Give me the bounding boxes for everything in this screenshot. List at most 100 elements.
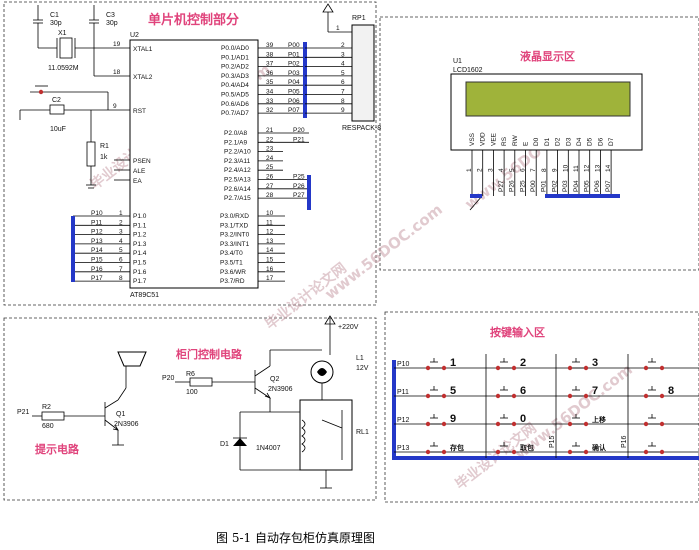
key-button[interactable]: 上移: [567, 414, 606, 427]
p1-pin-name: P1.4: [133, 250, 147, 257]
lcd-pin-number: 7: [530, 168, 537, 172]
lcd-data-net: P03: [562, 180, 569, 192]
key-button[interactable]: 3: [567, 357, 598, 371]
p2-pin-name: P2.4/A12: [224, 167, 251, 174]
p0-pin-name: P0.3/AD3: [221, 73, 249, 80]
lcd-pin-number: 2: [477, 168, 484, 172]
p1-net-label: P16: [91, 266, 103, 273]
x1-value: 11.0592M: [48, 65, 79, 72]
p0-net-label: P00: [288, 42, 300, 49]
p0-pin-name: P0.7/AD7: [221, 110, 249, 117]
key-button[interactable]: [643, 358, 665, 371]
key-button[interactable]: 确认: [567, 442, 607, 455]
p3-pin-number: 14: [266, 247, 274, 254]
p0-net-label: P01: [288, 51, 300, 58]
lcd-pin-name: D5: [587, 137, 594, 146]
key-button[interactable]: 9: [425, 413, 456, 427]
keypad-row-net: P13: [397, 445, 410, 452]
key-label: 9: [450, 413, 456, 425]
p3-pin-number: 12: [266, 229, 274, 236]
key-label: 6: [520, 385, 526, 397]
q2-label: Q2: [270, 376, 279, 383]
key-label: 0: [520, 413, 526, 425]
p3-pin-name: P3.2/INT0: [220, 232, 250, 239]
key-button[interactable]: 6: [495, 385, 526, 399]
p1-pin-name: P1.7: [133, 278, 147, 285]
watermark-url: www.56DOC.com: [321, 200, 445, 303]
mcu-body: [129, 39, 259, 289]
p2-pin-number: 25: [266, 164, 274, 171]
lcd-data-net: P06: [594, 180, 601, 192]
p3-pin-name: P3.1/TXD: [220, 222, 248, 229]
key-button[interactable]: 7: [567, 385, 598, 399]
key-button[interactable]: 取包: [495, 442, 534, 455]
rp1-pin-number: 2: [341, 42, 345, 49]
p1-net-label: P10: [91, 210, 103, 217]
p1-pin-number: 8: [119, 275, 123, 282]
p3-pin-number: 11: [266, 219, 273, 226]
p2-pin-name: P2.3/A11: [224, 158, 251, 165]
lcd-data-net: P07: [605, 180, 612, 192]
crystal-circuit: C1 30p C3 30p X1 11.0592M 19 18 C2 10uF …: [19, 5, 130, 189]
key-button[interactable]: [643, 442, 665, 455]
key-button[interactable]: 0: [495, 413, 526, 427]
p2-pin-name: P2.7/A15: [224, 195, 251, 202]
p2-pin-number: 24: [266, 155, 274, 162]
key-label: 8: [668, 385, 674, 397]
p1-pin-name: P1.2: [133, 232, 147, 239]
p0-net-label: P06: [288, 98, 300, 105]
q1-value: 2N3906: [114, 421, 139, 428]
q1-label: Q1: [116, 411, 125, 418]
p1-net-label: P13: [91, 238, 103, 245]
lcd-pin-name: RS: [501, 136, 508, 146]
key-button[interactable]: 5: [425, 385, 456, 399]
lcd-data-net: P02: [551, 180, 558, 192]
key-button[interactable]: 8: [643, 385, 674, 399]
key-label: 2: [520, 357, 526, 369]
p2-pin-name: P2.1/A9: [224, 139, 248, 146]
lcd-part: LCD1602: [453, 67, 483, 74]
lcd-pin-name: VDD: [480, 132, 487, 146]
q2-value: 2N3906: [268, 386, 293, 393]
p0-pin-number: 33: [266, 98, 274, 105]
rp1-label: RP1: [352, 15, 366, 22]
p0-net-label: P04: [288, 79, 300, 86]
mcu-pin-psen: PSEN: [133, 158, 151, 165]
buzzer-icon: [117, 351, 147, 367]
mcu-pin-ale: ALE: [133, 168, 146, 175]
lcd-pin-number: 8: [541, 168, 548, 172]
c1-value: 30p: [50, 20, 62, 27]
prompt-circuit: Q1 2N3906 P21 R2 680: [17, 351, 147, 446]
key-button[interactable]: 存包: [425, 442, 464, 455]
r6-value: 100: [186, 389, 198, 396]
p3-pin-number: 16: [266, 266, 274, 273]
vcc-label: +220V: [338, 324, 359, 331]
lcd-section-title: 液晶显示区: [520, 49, 575, 63]
lcd-pin-name: RW: [512, 134, 519, 146]
rp1-pin-number: 5: [341, 70, 345, 77]
lcd1602: U1 LCD1602 VSS1VDD2VEE3RS4RW5E6D07D18D29…: [450, 58, 643, 211]
p0-net-label: P05: [288, 89, 300, 96]
p0-pin-number: 32: [266, 107, 274, 114]
p3-pin-number: 13: [266, 238, 274, 245]
p2-pin-number: 22: [266, 136, 274, 143]
key-button[interactable]: 2: [495, 357, 526, 371]
d1-label: D1: [220, 441, 229, 448]
lcd-pin-name: E: [523, 141, 530, 146]
p0-pin-number: 37: [266, 61, 274, 68]
mcu-chip: U2 AT89C51 XTAL1 XTAL2 RST PSEN ALE EA P…: [73, 32, 309, 299]
key-button[interactable]: 1: [425, 357, 456, 371]
key-button[interactable]: [643, 414, 665, 427]
p3-pin-number: 17: [266, 275, 274, 282]
lcd-pin-number: 4: [498, 168, 505, 172]
rl1-label: RL1: [356, 429, 369, 436]
p1-pin-name: P1.0: [133, 213, 147, 220]
p2-pin-number: 28: [266, 192, 274, 199]
p1-pin-number: 1: [119, 210, 123, 217]
l1-value: 12V: [356, 365, 369, 372]
key-label: 7: [592, 385, 598, 397]
